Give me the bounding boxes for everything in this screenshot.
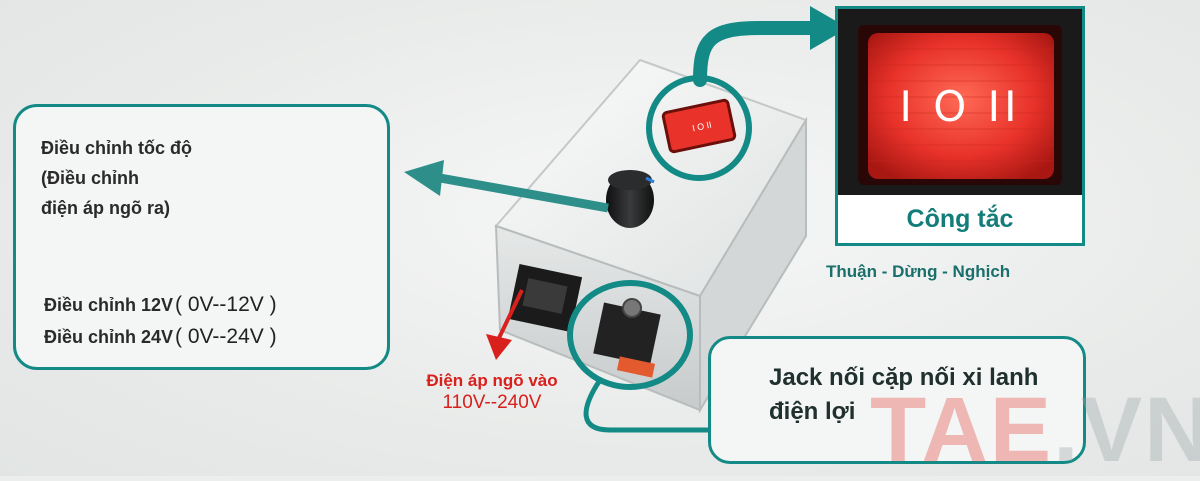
jack-callout: Jack nối cặp nối xi lanh điện lợi [708, 336, 1086, 464]
box-switch: I O II [661, 98, 737, 154]
input-voltage: Điện áp ngõ vào 110V--240V [392, 370, 592, 414]
input-voltage-range: 110V--240V [442, 392, 542, 413]
watermark-part-2: .VN [1053, 379, 1200, 481]
switch-symbols: I O II [900, 82, 1021, 131]
watermark-part-1: TAE [870, 379, 1054, 481]
switch-caption: Công tắc [906, 205, 1014, 233]
watermark-logo: TAE.VN [870, 380, 1200, 480]
speed-control-callout: Điều chỉnh tốc độ (Điều chỉnh điện áp ng… [13, 104, 390, 370]
rocker-switch-image: I O II [838, 9, 1082, 195]
connector-to-jack [583, 378, 712, 433]
range-12v: Điều chỉnh 12V( 0V--12V ) [44, 293, 277, 317]
range-12v-label: Điều chỉnh 12V [44, 295, 174, 315]
svg-text:I O II: I O II [691, 119, 712, 133]
switch-photo: I O II Công tắc [835, 6, 1085, 246]
range-24v: Điều chỉnh 24V( 0V--24V ) [44, 325, 277, 349]
range-24v-value: ( 0V--24V ) [175, 325, 277, 348]
switch-directions: Thuận - Dừng - Nghịch [826, 262, 1011, 281]
range-24v-label: Điều chỉnh 24V [44, 327, 174, 347]
speed-title-line-2: (Điều chỉnh [41, 168, 139, 188]
range-12v-value: ( 0V--12V ) [175, 293, 277, 316]
input-voltage-label: Điện áp ngõ vào [426, 371, 558, 390]
speed-title-line-1: Điều chỉnh tốc độ [41, 138, 192, 158]
box-knob [606, 170, 655, 228]
jack-highlight-circle [567, 280, 693, 390]
input-arrow-head [486, 334, 512, 360]
arrow-to-speed-head [404, 160, 444, 196]
arrow-to-switch [810, 6, 848, 50]
jack-text: Jack nối cặp nối xi lanh điện lợi [769, 364, 1039, 425]
arrow-to-speed-line [439, 173, 609, 213]
input-arrow-line [496, 289, 524, 341]
speed-title-line-3: điện áp ngõ ra) [41, 198, 171, 218]
speed-control-title: Điều chỉnh tốc độ (Điều chỉnh điện áp ng… [41, 133, 251, 223]
